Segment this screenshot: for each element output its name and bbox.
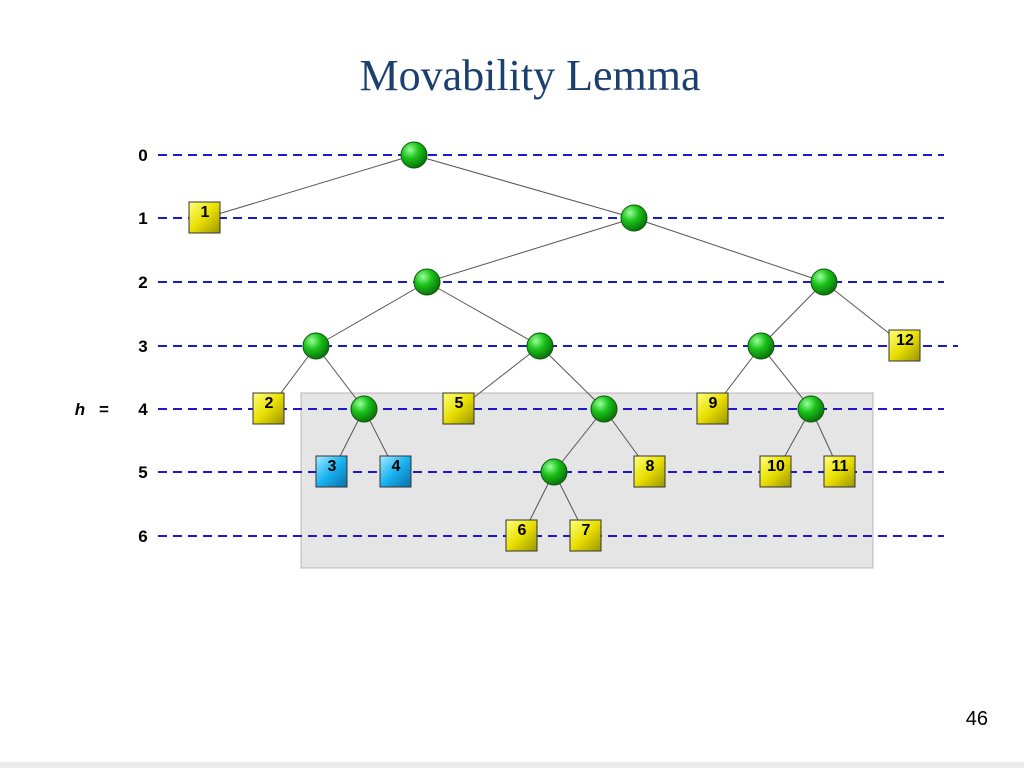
level-label-6: 6 <box>138 527 147 546</box>
level-label-4: 4 <box>138 400 148 419</box>
leaf-label: 8 <box>646 458 655 475</box>
leaf-label: 3 <box>328 458 337 475</box>
leaf-label: 9 <box>709 395 718 412</box>
leaf-label: 4 <box>392 458 401 475</box>
leaf-box <box>888 329 921 362</box>
leaf-node-10: 10 <box>759 455 792 488</box>
leaf-box <box>252 392 285 425</box>
leaf-label: 10 <box>767 458 785 475</box>
internal-node-n4a <box>350 395 378 423</box>
leaf-node-5: 5 <box>442 392 475 425</box>
slide-title: Movability Lemma <box>359 51 701 100</box>
footer-bar <box>0 762 1024 768</box>
level-label-3: 3 <box>138 337 147 356</box>
page-number: 46 <box>965 708 988 730</box>
internal-node-n2b <box>810 268 838 296</box>
internal-node-n4c <box>797 395 825 423</box>
edge-root-n1 <box>413 154 635 219</box>
edge-n3b-n4b <box>539 345 605 410</box>
edge-n2a-n3b <box>426 281 541 347</box>
leaf-label: 1 <box>201 204 210 221</box>
edge-root-l1 <box>204 154 415 219</box>
internal-node-root <box>400 141 428 169</box>
internal-node-n2a <box>413 268 441 296</box>
leaf-box <box>759 455 792 488</box>
leaf-label: 5 <box>455 395 464 412</box>
equals-sign: = <box>99 400 109 419</box>
leaf-label: 2 <box>265 395 274 412</box>
leaf-box <box>442 392 475 425</box>
leaf-node-2: 2 <box>252 392 285 425</box>
leaf-node-7: 7 <box>569 519 602 552</box>
leaf-label: 6 <box>518 522 527 539</box>
h-label: h <box>75 400 85 419</box>
internal-node-n3a <box>302 332 330 360</box>
leaf-label: 12 <box>896 332 914 349</box>
edge-n1-n2b <box>633 217 825 283</box>
edge-n2b-n3c <box>760 281 825 347</box>
level-label-2: 2 <box>138 273 147 292</box>
leaf-box <box>696 392 729 425</box>
leaf-box <box>633 455 666 488</box>
leaf-box <box>379 455 412 488</box>
leaf-box <box>569 519 602 552</box>
leaf-node-6: 6 <box>505 519 538 552</box>
internal-node-n4b <box>590 395 618 423</box>
leaf-box <box>823 455 856 488</box>
edge-n1-n2a <box>426 217 635 283</box>
leaf-node-9: 9 <box>696 392 729 425</box>
leaf-node-8: 8 <box>633 455 666 488</box>
leaf-box <box>188 201 221 234</box>
leaf-box <box>315 455 348 488</box>
leaf-node-1: 1 <box>188 201 221 234</box>
level-label-5: 5 <box>138 463 147 482</box>
edge-n2a-n3a <box>315 281 428 347</box>
level-label-1: 1 <box>138 209 147 228</box>
leaf-node-12: 12 <box>888 329 921 362</box>
leaf-node-3: 3 <box>315 455 348 488</box>
level-label-0: 0 <box>138 146 147 165</box>
leaf-label: 7 <box>582 522 591 539</box>
internal-node-n3b <box>526 332 554 360</box>
leaf-label: 11 <box>832 458 849 475</box>
internal-node-n5a <box>540 458 568 486</box>
leaf-node-4: 4 <box>379 455 412 488</box>
internal-node-n1 <box>620 204 648 232</box>
leaf-node-11: 11 <box>823 455 856 488</box>
leaf-box <box>505 519 538 552</box>
internal-node-n3c <box>747 332 775 360</box>
